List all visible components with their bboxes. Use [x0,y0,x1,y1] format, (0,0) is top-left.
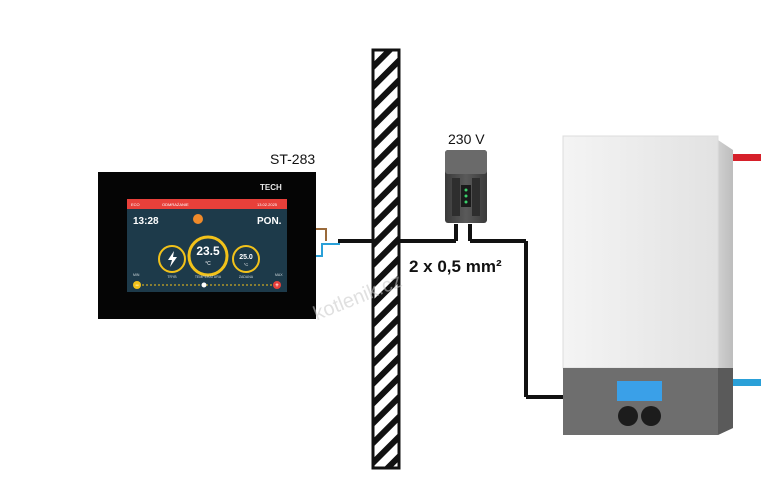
return-pipe [733,379,761,386]
boiler-body [562,135,719,369]
brand-logo: TECH [260,183,282,192]
boiler [562,135,761,435]
boiler-panel-side [718,368,733,435]
plus-symbol: + [275,283,279,289]
setpoint-ring[interactable] [232,245,260,273]
plus-button[interactable] [273,281,281,289]
current-temperature-unit: °C [205,261,211,267]
slider-max-label: MAX [275,273,283,277]
slider-handle[interactable] [201,282,207,288]
relay-led-3 [464,200,468,204]
boiler-side-panel [718,140,733,435]
clock-time: 13:28 [133,216,159,227]
relay-top-cap [445,150,487,174]
status-bar [127,199,287,209]
boiler-knob-left[interactable] [618,406,638,426]
temperature-ring[interactable] [187,235,229,277]
status-right: 13.02.2025 [257,202,278,207]
controller-screen[interactable] [127,199,287,292]
boiler-knob-right[interactable] [641,406,661,426]
temperature-caption: TEMPERATURA [195,275,222,279]
mode-ring[interactable] [158,245,186,273]
relay-led-1 [464,188,468,192]
setpoint-unit: °C [244,262,249,267]
relay-voltage-label: 230 V [448,131,485,147]
cable-spec-label: 2 x 0,5 mm² [409,257,502,276]
setpoint-temperature: 25.0 [239,254,253,261]
controller-st283: ST-283 TECH ECO ODMRAŻANIE 13.02.2025 13… [98,151,316,319]
minus-symbol: − [135,283,139,289]
sun-icon [193,214,203,224]
relay-right-rib [472,178,480,216]
status-left: ECO [131,202,140,207]
relay-module: 230 V [445,131,487,223]
lightning-icon [168,251,177,267]
relay-left-rib [452,178,460,216]
current-temperature: 23.5 [196,244,220,258]
controller-model-label: ST-283 [270,151,315,167]
setpoint-caption: ZADANA [239,275,254,279]
relay-led-2 [464,194,468,198]
wall [371,48,401,470]
flow-pipe [733,154,761,161]
boiler-display [617,381,662,401]
slider-min-label: MIN [133,273,140,277]
status-mid: ODMRAŻANIE [162,202,189,207]
day-label: PON. [257,216,282,227]
boiler-control-panel [563,368,718,435]
minus-button[interactable] [133,281,141,289]
mode-caption: TRYB [167,275,177,279]
